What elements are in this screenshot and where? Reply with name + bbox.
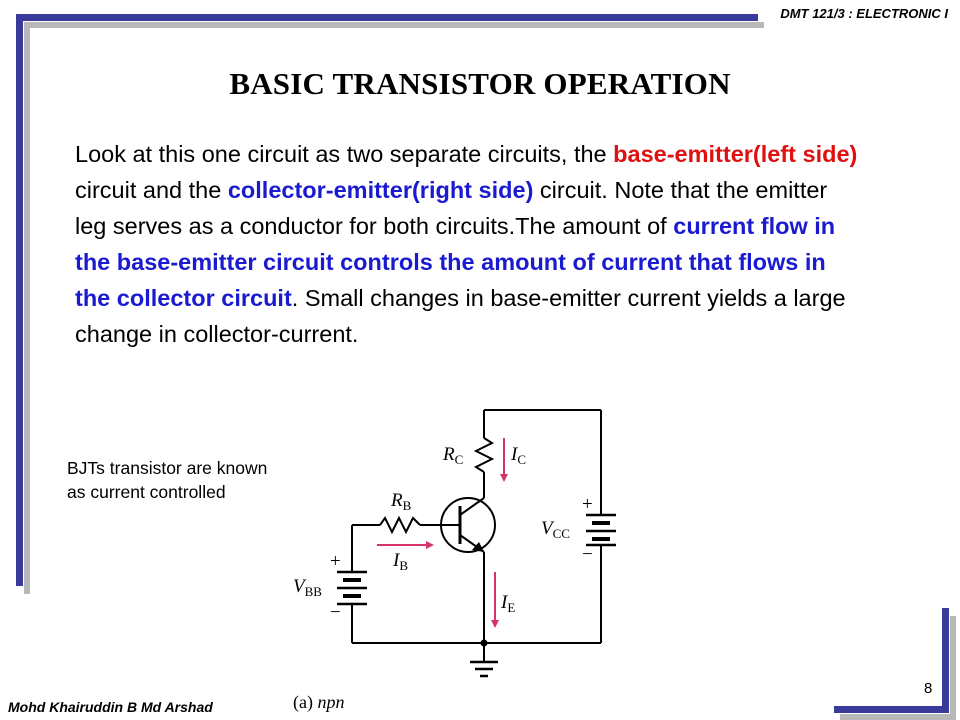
vcc-plus: + (582, 494, 593, 515)
body-text-2: circuit and the (75, 177, 228, 203)
body-text-3: circuit. Note that the emitter leg serve… (75, 177, 828, 239)
page-number: 8 (924, 680, 933, 697)
npn-circuit-diagram: RC IC RB IB IE VCC VBB + − + − (a) npn (293, 409, 616, 713)
vcc-label: VCC (541, 518, 570, 541)
side-note: BJTs transistor are known as current con… (67, 458, 268, 502)
highlight-collector-emitter: collector-emitter(right side) (227, 177, 534, 203)
body-text-1: Look at this one circuit as two separate… (75, 141, 614, 167)
frame-top-line (16, 14, 758, 21)
ib-label: IB (392, 550, 408, 573)
author-name: Mohd Khairuddin B Md Arshad (8, 699, 213, 715)
ie-label: IE (500, 592, 515, 615)
rb-label: RB (390, 490, 412, 513)
frame-right-shadow (950, 616, 956, 716)
highlight-current-control: current flow in the base-emitter circuit… (75, 213, 836, 311)
resistor-rb (379, 515, 421, 535)
ic-label: IC (510, 444, 526, 467)
circuit-caption: (a) npn (293, 692, 344, 713)
transistor-collector-lead (459, 497, 485, 516)
rc-label: RC (442, 444, 463, 467)
frame-top-shadow (24, 22, 764, 28)
course-code: DMT 121/3 : ELECTRONIC I (780, 6, 948, 21)
body-paragraph: Look at this one circuit as two separate… (75, 136, 865, 352)
frame-bottom-shadow (840, 714, 956, 720)
highlight-base-emitter: base-emitter(left side) (613, 141, 858, 167)
junction-dot (480, 639, 488, 647)
frame-left-line (16, 14, 23, 586)
vbb-plus: + (330, 551, 341, 572)
frame-left-shadow (24, 22, 30, 594)
vcc-minus: − (582, 544, 593, 565)
transistor-emitter-arrow (472, 542, 484, 552)
page-title: BASIC TRANSISTOR OPERATION (229, 66, 731, 101)
frame-right-line (942, 608, 949, 712)
frame-bottom-line (834, 706, 949, 713)
vbb-label: VBB (293, 576, 322, 599)
resistor-rc (473, 437, 495, 473)
vbb-minus: − (330, 602, 341, 623)
body-text-4: . Small changes in base-emitter current … (75, 285, 846, 347)
